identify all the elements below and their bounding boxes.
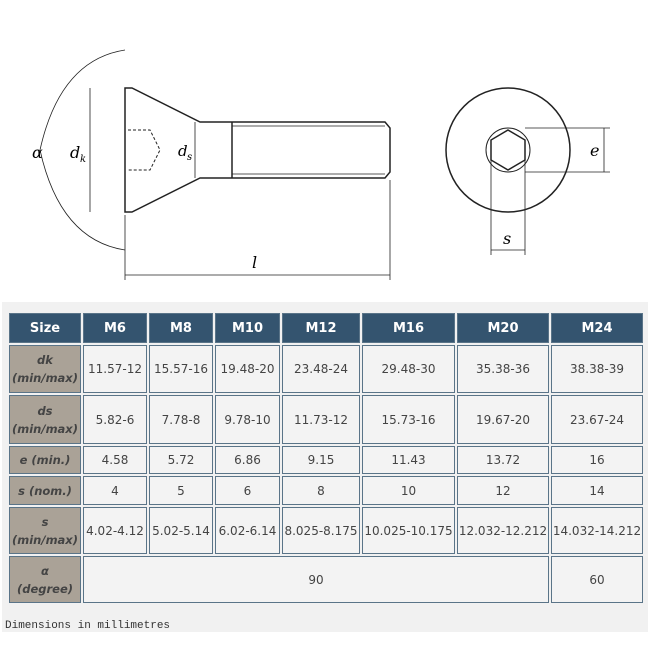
- table-cell: 15.73-16: [362, 395, 455, 444]
- table-cell: 9.78-10: [215, 395, 280, 444]
- dimension-table: Size M6 M8 M10 M12 M16 M20 M24 dk (min/ma…: [7, 311, 645, 605]
- table-cell: 8.025-8.175: [282, 507, 360, 554]
- table-cell: 4.02-4.12: [83, 507, 147, 554]
- table-cell: 5: [149, 476, 213, 505]
- row-label-text: s: [41, 514, 49, 529]
- row-label: s (min/max): [9, 507, 81, 554]
- header-m6: M6: [83, 313, 147, 343]
- table-cell: 6.86: [215, 446, 280, 474]
- table-cell: 4: [83, 476, 147, 505]
- table-cell: 12: [457, 476, 549, 505]
- header-m12: M12: [282, 313, 360, 343]
- s-label: s: [503, 229, 511, 248]
- table-cell: 8: [282, 476, 360, 505]
- table-cell: 5.72: [149, 446, 213, 474]
- table-cell: 38.38-39: [551, 345, 643, 393]
- row-label: α (degree): [9, 556, 81, 603]
- table-cell: 23.48-24: [282, 345, 360, 393]
- header-row: Size M6 M8 M10 M12 M16 M20 M24: [9, 313, 643, 343]
- table-cell: 29.48-30: [362, 345, 455, 393]
- table-cell: 35.38-36: [457, 345, 549, 393]
- header-m20: M20: [457, 313, 549, 343]
- table-cell: 11.43: [362, 446, 455, 474]
- table-cell: 6: [215, 476, 280, 505]
- table-cell: 9.15: [282, 446, 360, 474]
- row-label-text: ds: [37, 403, 53, 418]
- row-label-sub: (min/max): [12, 371, 78, 385]
- row-label-text: e (min.): [19, 453, 71, 467]
- row-label-text: s (nom.): [18, 483, 72, 498]
- table-cell: 6.02-6.14: [215, 507, 280, 554]
- row-label: dk (min/max): [9, 345, 81, 393]
- table-cell: 7.78-8: [149, 395, 213, 444]
- table-cell: 16: [551, 446, 643, 474]
- row-label: ds (min/max): [9, 395, 81, 444]
- alpha-cell-m24: 60: [551, 556, 643, 603]
- table-cell: 19.48-20: [215, 345, 280, 393]
- table-cell: 23.67-24: [551, 395, 643, 444]
- row-label: s (nom.): [9, 476, 81, 505]
- table-cell: 12.032-12.212: [457, 507, 549, 554]
- table-cell: 10.025-10.175: [362, 507, 455, 554]
- screw-side-view: [39, 49, 391, 280]
- units-caption: Dimensions in millimetres: [5, 620, 171, 632]
- row-label-text: dk: [37, 353, 53, 367]
- table-cell: 5.02-5.14: [149, 507, 213, 554]
- alpha-cell-m6-m20: 90: [83, 556, 549, 603]
- dimension-table-panel: Size M6 M8 M10 M12 M16 M20 M24 dk (min/ma…: [2, 302, 648, 632]
- alpha-label: α: [32, 143, 43, 162]
- header-m10: M10: [215, 313, 280, 343]
- header-m24: M24: [551, 313, 643, 343]
- row-label-sub: (min/max): [12, 532, 78, 547]
- header-m8: M8: [149, 313, 213, 343]
- e-label: e: [590, 141, 599, 160]
- table-cell: 19.67-20: [457, 395, 549, 444]
- length-label: l: [252, 253, 257, 272]
- table-cell: 5.82-6: [83, 395, 147, 444]
- row-label-text: α: [41, 563, 49, 578]
- table-cell: 14: [551, 476, 643, 505]
- table-cell: 4.58: [83, 446, 147, 474]
- screw-technical-drawing: α d k d s l e s: [32, 49, 610, 280]
- table-cell: 11.57-12: [83, 345, 147, 393]
- table-cell: 15.57-16: [149, 345, 213, 393]
- dk-label: d: [70, 143, 80, 162]
- screw-top-view: [445, 87, 610, 255]
- row-label-sub: (min/max): [12, 421, 78, 436]
- table-cell: 14.032-14.212: [551, 507, 643, 554]
- header-m16: M16: [362, 313, 455, 343]
- row-label: e (min.): [9, 446, 81, 474]
- row-label-sub: (degree): [16, 581, 74, 596]
- table-cell: 13.72: [457, 446, 549, 474]
- table-cell: 11.73-12: [282, 395, 360, 444]
- header-size: Size: [9, 313, 81, 343]
- ds-label: d: [178, 142, 188, 160]
- dk-sub-label: k: [80, 154, 86, 165]
- table-cell: 10: [362, 476, 455, 505]
- ds-sub-label: s: [187, 152, 192, 163]
